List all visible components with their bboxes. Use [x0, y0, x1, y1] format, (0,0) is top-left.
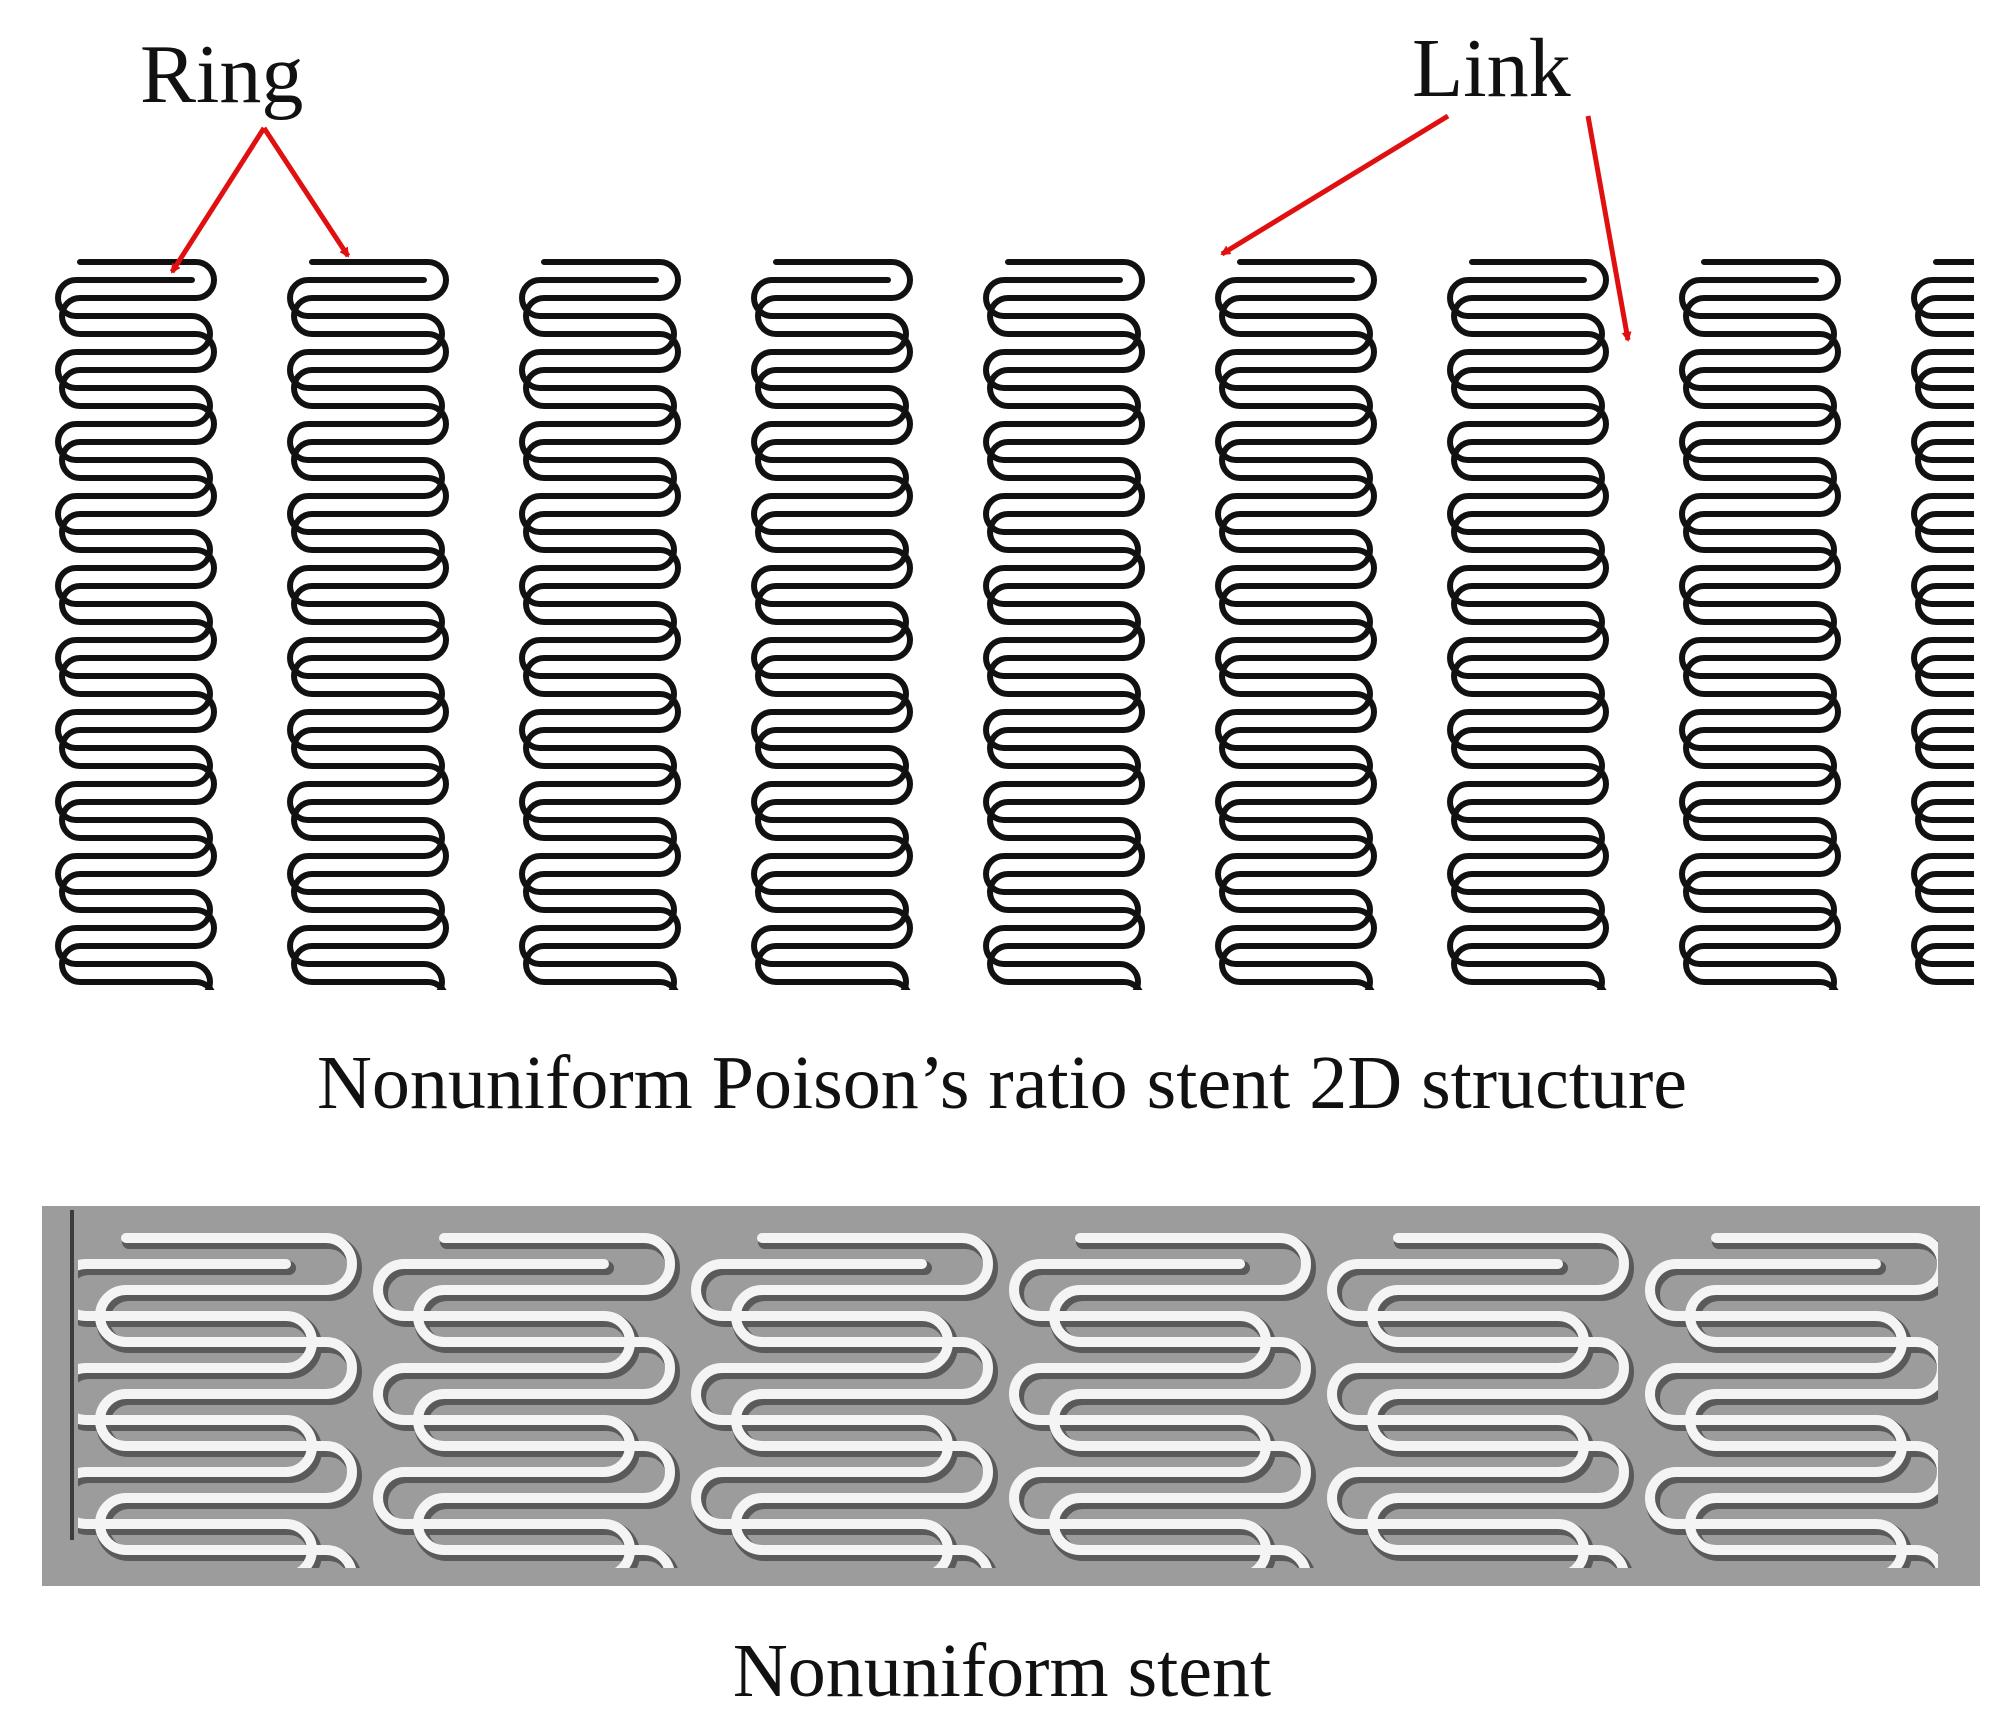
ring-strut: [1215, 277, 1373, 990]
stent-strut: [1645, 1259, 1907, 1568]
ring-strut: [287, 277, 445, 990]
stent-strut: [413, 1233, 675, 1568]
stent-render-struts: [78, 1233, 1938, 1568]
ring-strut: [1447, 277, 1605, 990]
stent-strut: [95, 1233, 357, 1568]
ring-arrow-right: [261, 126, 351, 258]
ring-strut: [1451, 259, 1609, 990]
stent-2d-structure: [55, 259, 1974, 990]
stent-caption: Nonuniform stent: [732, 1629, 1272, 1713]
ring-strut: [987, 259, 1145, 990]
ring-strut: [291, 259, 449, 990]
stent-strut: [1327, 1259, 1589, 1568]
ring-strut: [751, 277, 909, 990]
ring-strut: [1915, 259, 1974, 985]
stent-strut: [1367, 1233, 1629, 1568]
ring-arrow-left: [169, 126, 267, 274]
stent-render-panel: [42, 1206, 1980, 1586]
ring-strut: [1911, 277, 1974, 967]
ring-strut: [1219, 259, 1377, 990]
link-label: Link: [1412, 22, 1571, 115]
stent-strut: [1009, 1259, 1271, 1568]
ring-strut: [55, 277, 213, 990]
stent-strut: [78, 1259, 317, 1568]
stent-strut: [1685, 1233, 1938, 1568]
link-arrow-left: [1220, 113, 1450, 257]
link-arrow-right: [1585, 115, 1632, 342]
ring-strut: [59, 259, 217, 990]
ring-strut: [755, 259, 913, 990]
ring-strut: [1683, 259, 1841, 990]
stent-strut: [731, 1233, 993, 1568]
ring-strut: [519, 277, 677, 990]
ring-strut: [1679, 277, 1837, 990]
stent-strut: [691, 1259, 953, 1568]
stent-strut: [373, 1259, 635, 1568]
ring-label: Ring: [140, 28, 304, 121]
structure-2d-caption: Nonuniform Poison’s ratio stent 2D struc…: [317, 1041, 1687, 1125]
ring-strut: [523, 259, 681, 990]
stent-strut: [1049, 1233, 1311, 1568]
annotation-arrows: [169, 113, 1632, 342]
ring-strut: [983, 277, 1141, 990]
